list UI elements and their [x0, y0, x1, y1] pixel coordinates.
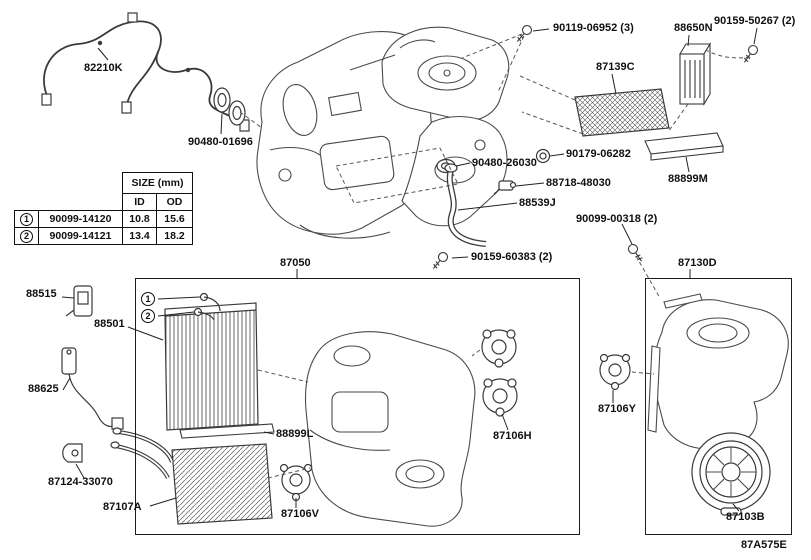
- size-table-marker-cell-1: 1: [14, 210, 39, 228]
- size-table-row-1: 1 90099-14120 10.8 15.6: [14, 210, 193, 228]
- filter-cover-drawing: [644, 132, 724, 161]
- blower-unit-assembly-box: [645, 278, 792, 535]
- label-screw-lower: 90159-60383 (2): [471, 251, 553, 263]
- thermistor-drawing: [61, 347, 124, 430]
- screw-90159-50267-drawing: [743, 44, 759, 63]
- callout-2-table: 2: [20, 229, 33, 243]
- hose-clamp-drawing: [493, 180, 517, 195]
- leader-lines: [61, 27, 758, 512]
- lower-case-drawing: [304, 331, 476, 527]
- label-ac-unit: 87050: [280, 257, 311, 269]
- size-table-od-2: 18.2: [156, 227, 193, 245]
- size-table-col-id: ID: [122, 193, 157, 211]
- size-table-marker-cell-2: 2: [14, 227, 39, 245]
- label-servo-y: 87106Y: [598, 403, 636, 415]
- label-screw-amplifier: 90159-50267 (2): [714, 15, 796, 27]
- label-blower-motor: 87103B: [726, 511, 765, 523]
- size-table-col-od: OD: [156, 193, 193, 211]
- label-thermistor: 88625: [28, 383, 59, 395]
- size-table: SIZE (mm) ID OD 1 90099-14120 10.8 15.6 …: [14, 172, 193, 245]
- label-screw-blower: 90099-00318 (2): [576, 213, 658, 225]
- screw-90159-60383-drawing: [432, 251, 449, 269]
- label-pipe-ring: 90480-26030: [472, 157, 537, 169]
- cabin-filter-drawing: [574, 88, 670, 137]
- screw-90099-00318-drawing: [627, 243, 643, 262]
- callout-marker-1: 1: [141, 292, 155, 306]
- size-table-od-1: 15.6: [156, 210, 193, 228]
- label-blower-unit: 87130D: [678, 257, 717, 269]
- dashed-assembly-lines: [239, 33, 751, 479]
- size-table-row-2: 2 90099-14121 13.4 18.2: [14, 227, 193, 245]
- grommet-pair-drawing: [213, 87, 246, 126]
- label-servo-h: 87106H: [493, 430, 532, 442]
- label-heater-core: 87107A: [103, 501, 142, 513]
- label-screw-top: 90119-06952 (3): [553, 22, 634, 34]
- label-drain-hose: 88539J: [519, 197, 556, 209]
- hvac-main-cases-drawing: [256, 26, 510, 239]
- size-table-header-row: ID OD: [15, 193, 193, 211]
- label-pipe-clamp: 87124-33070: [48, 476, 113, 488]
- label-servo-v: 87106V: [281, 508, 319, 520]
- wire-harness-drawing: [41, 12, 250, 132]
- ac-unit-assembly-box: [135, 278, 580, 535]
- amplifier-drawing: [679, 42, 711, 106]
- callout-1-table: 1: [20, 212, 33, 226]
- packing-strip-drawing: [179, 423, 275, 439]
- bracket-88515-drawing: [65, 285, 93, 317]
- size-table-spacer-2: [15, 194, 123, 211]
- drain-grommet-drawing: [535, 148, 551, 164]
- label-cabin-filter: 87139C: [596, 61, 635, 73]
- label-grommet-drain: 90179-06282: [566, 148, 631, 160]
- size-table-part-2: 90099-14121: [38, 227, 123, 245]
- callout-marker-2: 2: [141, 309, 155, 323]
- size-table-id-2: 13.4: [122, 227, 157, 245]
- drain-hose-drawing: [444, 163, 487, 247]
- label-packing: 88899L: [276, 428, 314, 440]
- label-evaporator: 88501: [94, 318, 125, 330]
- label-hose-clamp: 88718-48030: [546, 177, 611, 189]
- size-table-spacer-1: [15, 173, 123, 194]
- diagram-code: 87A575E: [741, 539, 787, 551]
- label-wire-harness: 82210K: [84, 62, 123, 74]
- label-amplifier: 88650N: [674, 22, 713, 34]
- size-table-part-1: 90099-14120: [38, 210, 123, 228]
- label-bracket: 88515: [26, 288, 57, 300]
- blower-case-drawing: [647, 293, 789, 450]
- pipe-clamp-drawing: [62, 443, 83, 463]
- heater-core-drawing: [110, 427, 273, 525]
- servo-87106H-drawing: [481, 329, 518, 417]
- blower-motor-drawing: [691, 432, 771, 516]
- label-filter-cover: 88899M: [668, 173, 708, 185]
- size-table-id-1: 10.8: [122, 210, 157, 228]
- size-table-title: SIZE (mm): [122, 172, 193, 194]
- screw-90119-drawing: [516, 24, 533, 42]
- servo-87106Y-drawing: [599, 353, 631, 391]
- label-grommet-pair: 90480-01696: [188, 136, 253, 148]
- size-table-title-row: SIZE (mm): [15, 172, 193, 194]
